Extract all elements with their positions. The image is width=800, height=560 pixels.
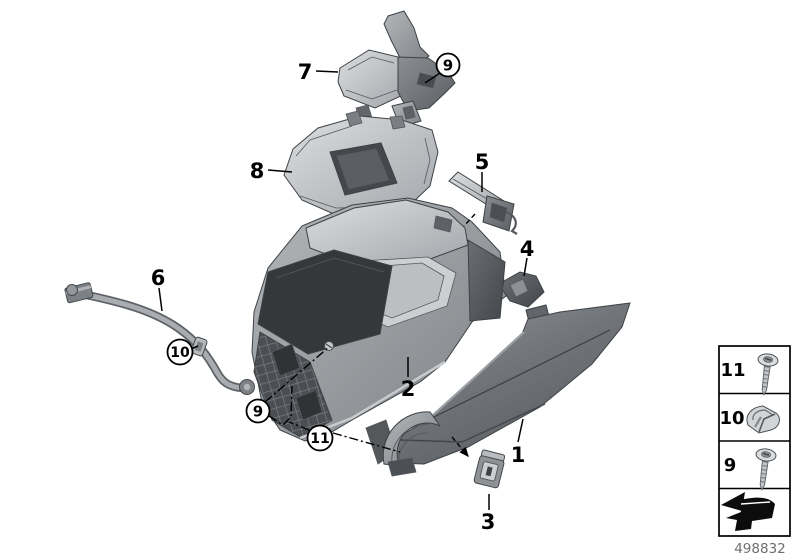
part-1-glovebox-lid bbox=[365, 302, 631, 477]
callout-5: 5 bbox=[475, 150, 490, 174]
drawing-number: 498832 bbox=[734, 541, 786, 557]
part-3-lock-buffer bbox=[473, 449, 506, 489]
spring-clip-icon bbox=[746, 405, 780, 434]
circled-callout-9-bottom: 9 bbox=[245, 398, 271, 424]
part-8-mounting-frame bbox=[283, 104, 439, 216]
fastener-legend-table: 11 10 9 bbox=[718, 345, 791, 537]
callout-labels: 7 8 5 4 6 2 1 3 bbox=[151, 60, 535, 534]
legend-row-9: 9 bbox=[724, 447, 778, 492]
circled-callout-11: 11 bbox=[306, 424, 334, 452]
callout-6: 6 bbox=[151, 266, 166, 290]
callout-2: 2 bbox=[401, 377, 416, 401]
callout-8: 8 bbox=[250, 159, 265, 183]
circled-callout-10: 10 bbox=[166, 338, 194, 366]
part-4-cover bbox=[501, 271, 545, 308]
circled-callout-9-top: 9 bbox=[435, 52, 461, 78]
circled-11-label: 11 bbox=[310, 431, 329, 447]
legend-row-10: 10 bbox=[719, 405, 780, 434]
legend-row-direction bbox=[721, 492, 775, 531]
legend-label-9: 9 bbox=[724, 455, 737, 476]
legend-label-10: 10 bbox=[719, 408, 744, 429]
callout-1: 1 bbox=[511, 443, 526, 467]
circled-callouts: 9 10 9 11 bbox=[166, 52, 461, 452]
callout-3: 3 bbox=[481, 510, 496, 534]
legend-label-11: 11 bbox=[720, 360, 745, 381]
part-5-striker bbox=[448, 171, 518, 235]
direction-arrow-icon bbox=[721, 492, 775, 531]
circled-10-label: 10 bbox=[170, 345, 190, 361]
circled-9-bottom-label: 9 bbox=[253, 403, 263, 421]
part-6-tube bbox=[64, 282, 255, 395]
callout-7: 7 bbox=[298, 60, 313, 84]
leader-lines bbox=[158, 70, 528, 510]
legend-row-11: 11 bbox=[720, 352, 780, 397]
tube-clamp bbox=[190, 336, 208, 357]
circled-9-top-label: 9 bbox=[443, 57, 453, 75]
part-2-glovebox-housing bbox=[251, 197, 507, 442]
callout-4: 4 bbox=[520, 237, 535, 261]
